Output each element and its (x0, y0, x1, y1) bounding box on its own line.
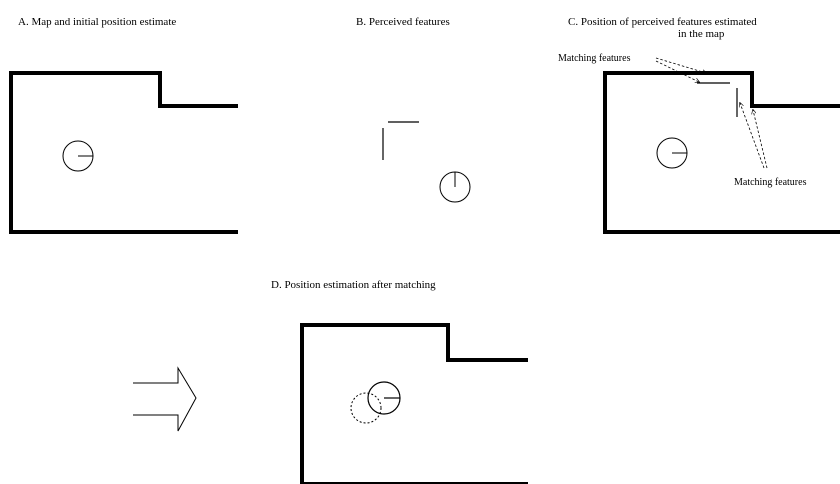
panel-d-robot-previous (350, 392, 382, 424)
panel-c-title-line2: in the map (678, 28, 725, 40)
matching-features-label-top: Matching features (558, 53, 631, 64)
panel-c-features (697, 82, 738, 117)
panel-d-robot-corrected (367, 381, 401, 415)
panel-a-robot (62, 140, 94, 172)
panel-c-robot (656, 137, 688, 169)
panel-d-title: D. Position estimation after matching (271, 279, 436, 291)
panel-a-map (9, 71, 238, 234)
transition-arrow (133, 366, 197, 432)
panel-d-map (300, 323, 528, 484)
matching-arrows-right (740, 103, 768, 169)
matching-arrows-top (655, 57, 706, 82)
panel-c-map (603, 71, 840, 234)
panel-b-features (382, 121, 419, 160)
panel-b-title: B. Perceived features (356, 16, 450, 28)
panel-c-title-line1: C. Position of perceived features estima… (568, 16, 757, 28)
matching-features-label-right: Matching features (734, 177, 807, 188)
panel-a-title: A. Map and initial position estimate (18, 16, 177, 28)
panel-b-robot (439, 171, 471, 203)
